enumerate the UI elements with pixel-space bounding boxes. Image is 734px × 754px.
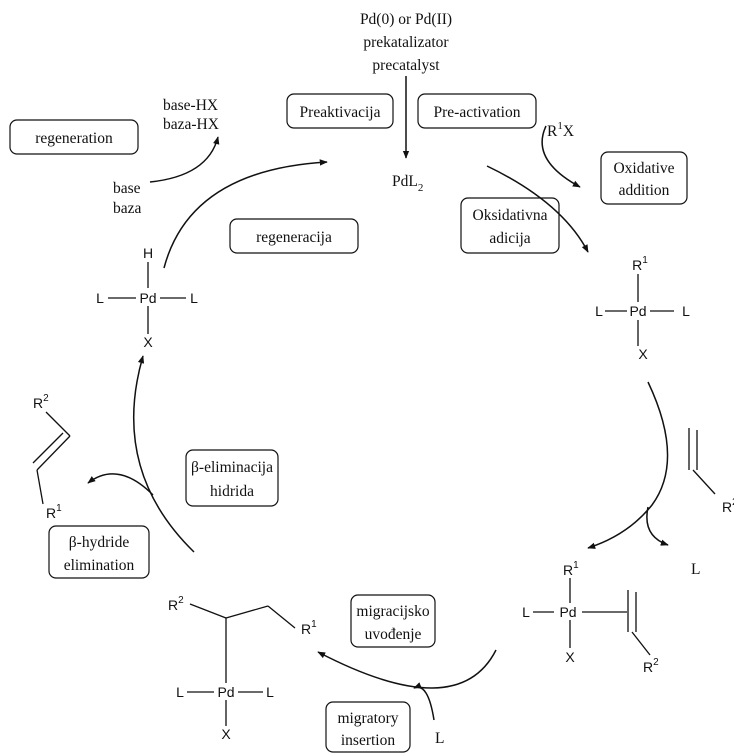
atom-h: H [143,245,153,261]
atom-pd: Pd [217,684,234,700]
alkene-product: R2 R1 [32,393,71,521]
atom-l-right: L [190,290,198,306]
box-migratory-line-2: insertion [341,732,395,749]
group-r2: R2 [168,595,184,613]
atom-l-left: L [96,290,104,306]
ligand-l-released: L [691,561,700,578]
cycle-arc-alkene-coordination [587,381,669,549]
box-beta-hydride-elimination: β-hydride elimination [48,525,150,579]
product-base-hx: base-HX [163,97,218,114]
box-oxidative-line-2: addition [619,182,670,199]
reagent-r1x: R1X [547,120,574,140]
precatalyst-line-2: prekatalizator [363,34,449,51]
r1x-in-arrow [541,125,581,188]
box-migracijsko-line-2: uvođenje [365,626,422,643]
l-in-arrow [413,682,435,721]
group-r2: R2 [722,497,734,515]
cycle-arc-regeneration [163,159,328,269]
base-hx-out-arrow [149,136,220,183]
svg-text:PdL2: PdL2 [392,173,423,194]
atom-x: X [638,346,648,362]
box-preactivation-text: Pre-activation [434,104,521,121]
precatalyst-line-3: precatalyst [372,57,440,74]
atom-x: X [143,334,153,350]
box-regeneration: regeneration [9,119,139,155]
atom-l-left: L [176,684,184,700]
box-beta-eliminacija-line-1: β-eliminacija [191,459,273,476]
atom-pd: Pd [139,290,156,306]
group-r1: R1 [46,503,62,521]
reagent-base: base [113,180,141,197]
catalyst-pdl: PdL [392,173,418,190]
atom-l: L [522,604,530,620]
box-migratory-insertion: migratory insertion [325,701,411,753]
box-oxidative-addition: Oxidative addition [600,151,688,205]
atom-l-left: L [595,303,603,319]
box-preaktivacija-text: Preaktivacija [300,104,381,121]
box-beta-hydride-line-1: β-hydride [69,534,130,551]
complex-hydrido-palladium: Pd L L H X [96,245,198,350]
box-regeneracija: regeneracija [229,218,359,254]
box-regeneracija-text: regeneracija [256,229,332,246]
complex-alkyl-palladium: Pd L L X R2 R1 [168,595,317,742]
box-preactivation: Pre-activation [417,93,537,129]
box-beta-hydride-line-2: elimination [64,557,135,574]
cycle-arc-oxidative-addition [486,165,589,253]
atom-l-right: L [266,684,274,700]
box-oksidativna-line-1: Oksidativna [473,207,548,224]
ligand-l-added: L [435,730,444,747]
atom-pd: Pd [559,604,576,620]
complex-alkene-coordinated: Pd L X R1 R2 [522,560,659,675]
alkene-reagent: R2 [688,428,734,515]
group-r1: R1 [563,560,579,578]
group-r1: R1 [632,255,648,273]
box-migratory-line-1: migratory [337,710,398,727]
atom-pd: Pd [629,303,646,319]
group-r1: R1 [301,619,317,637]
box-migracijsko-line-1: migracijsko [356,603,429,620]
catalyst-pdl2: PdL2 [392,173,423,194]
precatalyst-label: Pd(0) or Pd(II) prekatalizator precataly… [360,11,452,74]
box-regeneration-text: regeneration [35,130,113,147]
complex-oxidative-adduct: Pd L L X R1 [595,255,690,362]
cycle-arc-migratory-insertion [317,649,497,689]
box-migracijsko-uvodenje: migracijsko uvođenje [350,594,436,648]
box-oksidativna-line-2: adicija [489,230,530,247]
cycle-arc-beta-elimination [132,355,195,553]
box-oksidativna-adicija: Oksidativna adicija [460,197,560,254]
precatalyst-line-1: Pd(0) or Pd(II) [360,11,452,28]
box-beta-eliminacija: β-eliminacija hidrida [185,449,279,507]
l-out-arrow [646,506,669,546]
product-baza-hx: baza-HX [163,116,219,133]
group-r2: R2 [643,657,659,675]
group-r2: R2 [33,393,49,411]
box-oxidative-line-1: Oxidative [613,160,674,177]
alkene-out-arrow [87,473,154,496]
atom-l-right: L [682,303,690,319]
box-preaktivacija: Preaktivacija [286,93,394,129]
catalyst-subscript: 2 [418,182,424,194]
atom-x: X [565,649,575,665]
atom-x: X [221,726,231,742]
reagent-baza: baza [113,200,142,217]
box-beta-eliminacija-line-2: hidrida [210,483,254,500]
